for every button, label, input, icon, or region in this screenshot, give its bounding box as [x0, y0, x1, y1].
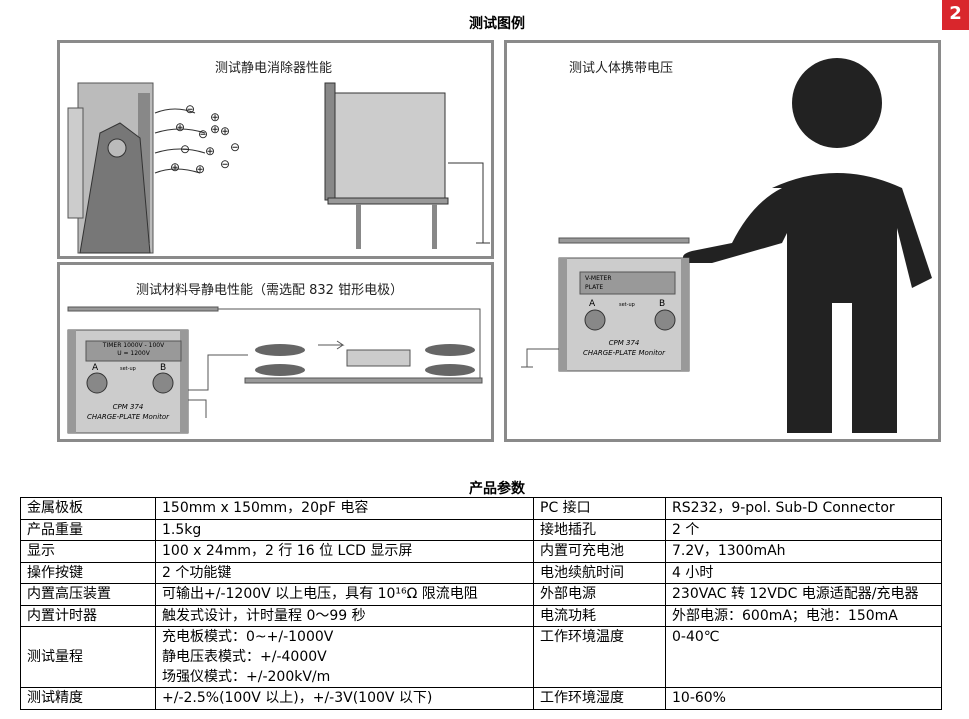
spec-value: 0-40℃ [665, 626, 942, 688]
setup-label: set-up [619, 302, 635, 308]
spec-value-line: 150mm x 150mm，20pF 电容 [162, 500, 369, 517]
spec-value: +/-2.5%(100V 以上)，+/-3V(100V 以下) [155, 687, 534, 710]
spec-label: 工作环境温度 [533, 626, 666, 688]
spec-value: 2 个功能键 [155, 561, 534, 584]
spec-value-line: +/-2.5%(100V 以上)，+/-3V(100V 以下) [162, 690, 433, 707]
svg-text:⊖: ⊖ [198, 127, 208, 141]
svg-text:⊕: ⊕ [210, 110, 220, 124]
device-name: CHARGE-PLATE Monitor [582, 349, 666, 357]
device-model: CPM 374 [608, 339, 640, 347]
spec-label: 产品重量 [20, 518, 156, 541]
svg-text:⊕: ⊕ [205, 144, 215, 158]
spec-value: 4 小时 [665, 561, 942, 584]
panel-ionizer-test: 测试静电消除器性能 ⊖⊕⊕⊖⊕ ⊖⊕⊖⊕⊕⊖⊕ [57, 40, 494, 259]
display-line-1: TIMER 1000V - 100V [102, 342, 165, 349]
spec-value-line: 2 个功能键 [162, 564, 232, 581]
svg-text:⊕: ⊕ [220, 124, 230, 138]
label-a: A [92, 363, 99, 373]
spec-label: PC 接口 [533, 497, 666, 520]
device-model: CPM 374 [112, 403, 144, 411]
spec-value: 2 个 [665, 518, 942, 541]
spec-value-line: 充电板模式：0~+/-1000V [162, 629, 334, 645]
material-test-illustration [67, 306, 483, 434]
ionizer-illustration: ⊖⊕⊕⊖⊕ ⊖⊕⊖⊕⊕⊖⊕ [67, 82, 490, 254]
panel-material-test: 测试材料导静电性能（需选配 832 钳形电极） TIMER 1000V - 10… [57, 262, 494, 442]
spec-value: 外部电源：600mA；电池：150mA [665, 604, 942, 627]
spec-label: 外部电源 [533, 583, 666, 606]
spec-value: 充电板模式：0~+/-1000V 静电压表模式：+/-4000V 场强仪模式：+/-… [155, 626, 534, 688]
label-a: A [589, 299, 596, 309]
spec-value-line: 场强仪模式：+/-200kV/m [162, 669, 331, 685]
spec-label: 工作环境湿度 [533, 687, 666, 710]
spec-value: 230VAC 转 12VDC 电源适配器/充电器 [665, 583, 942, 606]
specs-title: 产品参数 [469, 481, 525, 497]
spec-label: 内置计时器 [20, 604, 156, 627]
spec-value-line: 可输出+/-1200V 以上电压，具有 10¹⁶Ω 限流电阻 [162, 586, 478, 603]
spec-value-line: 100 x 24mm，2 行 16 位 LCD 显示屏 [162, 543, 413, 560]
svg-text:⊖: ⊖ [180, 142, 190, 156]
spec-label: 金属极板 [20, 497, 156, 520]
spec-label: 内置可充电池 [533, 540, 666, 563]
svg-text:⊕: ⊕ [175, 120, 185, 134]
page-number-badge: 2 [942, 0, 969, 30]
spec-value: 100 x 24mm，2 行 16 位 LCD 显示屏 [155, 540, 534, 563]
label-b: B [659, 299, 666, 309]
panel-caption: 测试静电消除器性能 [215, 61, 333, 76]
panel-caption: 测试材料导静电性能（需选配 832 钳形电极） [136, 283, 404, 298]
figures-title: 测试图例 [469, 16, 525, 32]
spec-value-line: 1.5kg [162, 521, 202, 538]
spec-label: 接地插孔 [533, 518, 666, 541]
spec-label: 电流功耗 [533, 604, 666, 627]
table-row: 测试精度 +/-2.5%(100V 以上)，+/-3V(100V 以下) 工作环境湿… [20, 687, 942, 710]
svg-text:⊖: ⊖ [230, 140, 240, 154]
svg-text:⊕: ⊕ [170, 160, 180, 174]
spec-value: 触发式设计，计时量程 0～99 秒 [155, 604, 534, 627]
svg-text:⊕: ⊕ [210, 122, 220, 136]
spec-value: 10-60% [665, 687, 942, 710]
panel-caption: 测试人体携带电压 [569, 61, 674, 76]
spec-label: 内置高压装置 [20, 583, 156, 606]
spec-value: 1.5kg [155, 518, 534, 541]
table-row: 内置计时器触发式设计，计时量程 0～99 秒 电流功耗外部电源：600mA；电池：… [20, 604, 942, 627]
display-line-1: V-METER [585, 275, 612, 282]
setup-label: set-up [120, 366, 136, 372]
spec-label: 操作按键 [20, 561, 156, 584]
table-row: 测试量程充电板模式：0~+/-1000V 静电压表模式：+/-4000V 场强仪模式… [20, 626, 942, 688]
spec-value-line: 触发式设计，计时量程 0～99 秒 [162, 607, 366, 624]
spec-value-line: 静电压表模式：+/-4000V [162, 649, 327, 665]
spec-value: RS232，9-pol. Sub-D Connector [665, 497, 942, 520]
svg-text:⊖: ⊖ [220, 157, 230, 171]
spec-value: 7.2V，1300mAh [665, 540, 942, 563]
spec-value: 150mm x 150mm，20pF 电容 [155, 497, 534, 520]
svg-text:⊖: ⊖ [185, 102, 195, 116]
spec-value: 可输出+/-1200V 以上电压，具有 10¹⁶Ω 限流电阻 [155, 583, 534, 606]
spec-label: 测试精度 [20, 687, 156, 710]
spec-label: 电池续航时间 [533, 561, 666, 584]
body-voltage-illustration [521, 58, 932, 433]
device-name: CHARGE-PLATE Monitor [86, 413, 170, 421]
display-line-2: PLATE [585, 284, 604, 291]
panel-body-voltage-test: 测试人体携带电压 V-METER PLATE A set-up B CPM 37… [504, 40, 941, 442]
spec-label: 显示 [20, 540, 156, 563]
table-row: 内置高压装置可输出+/-1200V 以上电压，具有 10¹⁶Ω 限流电阻 外部电源… [20, 583, 942, 606]
label-b: B [160, 363, 167, 373]
svg-text:⊕: ⊕ [195, 162, 205, 176]
spec-label: 测试量程 [20, 626, 156, 688]
display-line-2: U = 1200V [117, 350, 150, 357]
